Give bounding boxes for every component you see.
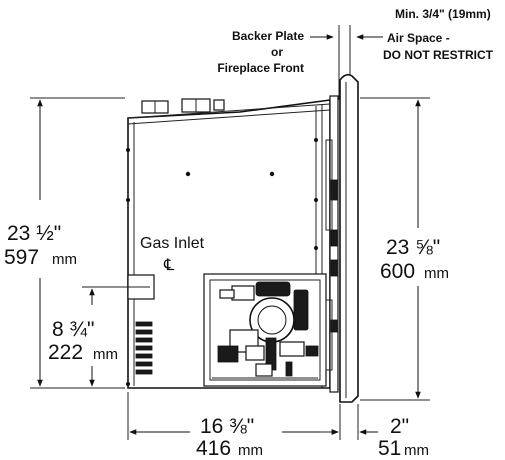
depth-dimension: 16 ⅜" 416 mm	[127, 392, 341, 460]
backer-plate-label: Backer Plate	[232, 29, 304, 43]
gas-inlet-height-unit: mm	[93, 346, 118, 363]
depth-unit: mm	[238, 442, 263, 459]
front-frame	[325, 73, 359, 403]
front-depth-dimension: 2" 51 mm	[320, 404, 429, 460]
fireplace-front-label: Fireplace Front	[217, 61, 304, 75]
gas-inlet-height-dimension: 8 ¾" 222 mm	[48, 286, 150, 387]
front-height-unit: mm	[424, 265, 449, 282]
gas-valve-assembly	[203, 273, 327, 387]
depth-imperial: 16 ⅜"	[200, 415, 254, 438]
fireplace-front-panel	[339, 73, 359, 403]
gas-inlet-height-metric: 222	[48, 341, 83, 364]
overall-height-unit: mm	[52, 251, 77, 268]
backer-plate-callout: Backer Plate or Fireplace Front	[217, 29, 334, 75]
fireplace-unit	[126, 73, 359, 403]
centerline-symbol: ℄	[163, 257, 175, 274]
front-depth-unit: mm	[404, 442, 429, 459]
gas-inlet-label: Gas Inlet	[140, 235, 205, 252]
front-height-imperial: 23 ⅝"	[386, 236, 440, 259]
front-depth-metric: 51	[378, 437, 401, 460]
front-depth-imperial: 2"	[390, 415, 409, 438]
or-label: or	[271, 45, 283, 59]
depth-metric: 416	[196, 437, 231, 460]
front-height-dimension: 23 ⅝" 600 mm	[360, 97, 449, 401]
do-not-restrict-label: DO NOT RESTRICT	[383, 48, 494, 62]
min-clearance-label: Min. 3/4" (19mm)	[395, 7, 491, 21]
overall-height-metric: 597	[4, 246, 39, 269]
front-height-metric: 600	[380, 260, 415, 283]
air-space-label: Air Space -	[387, 31, 450, 45]
vent-cap-right	[213, 99, 225, 111]
louver-grille	[135, 321, 153, 375]
gas-inlet-height-imperial: 8 ¾"	[52, 318, 94, 341]
air-space-callout: Min. 3/4" (19mm) Air Space - DO NOT REST…	[356, 7, 494, 62]
overall-height-dimension: 23 ½" 597 mm	[4, 97, 125, 389]
overall-height-imperial: 23 ½"	[7, 222, 61, 245]
